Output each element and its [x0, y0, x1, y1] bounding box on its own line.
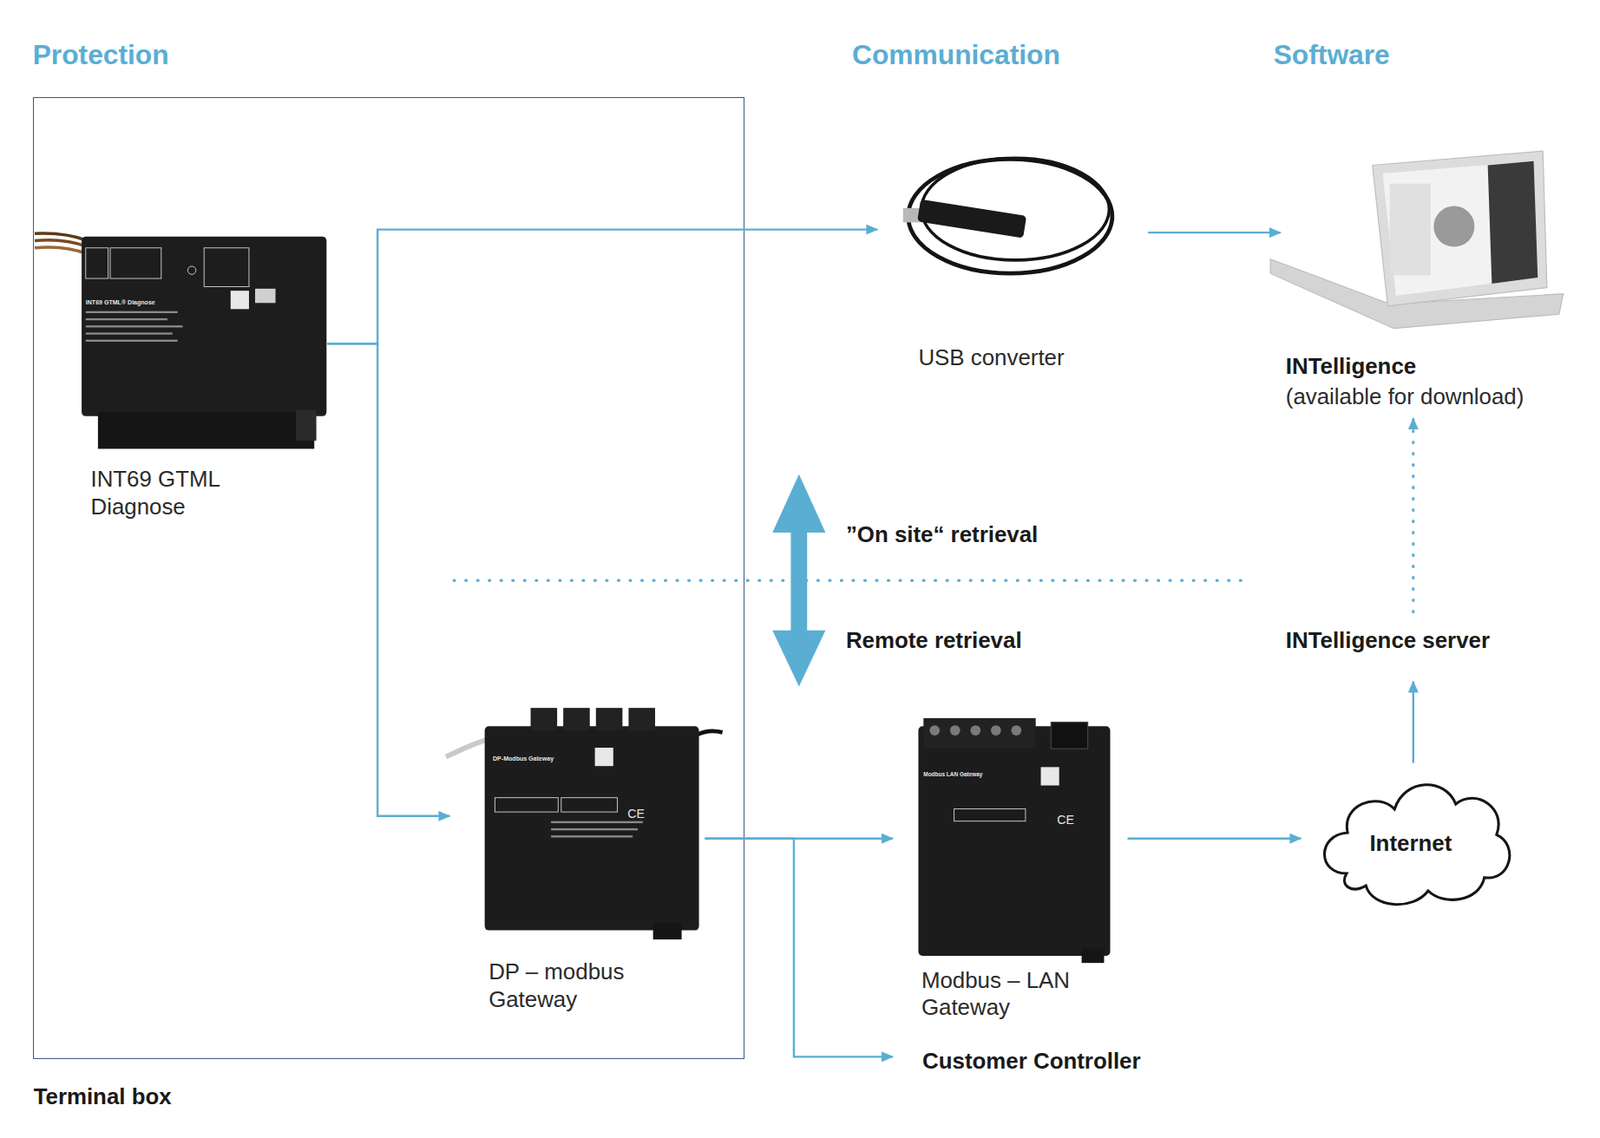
server-node: INTelligence server — [1283, 612, 1539, 682]
device-cable — [697, 731, 722, 735]
laptop-display — [1383, 161, 1539, 296]
terminal-block — [531, 708, 558, 731]
qr-code — [230, 290, 250, 309]
device-clip — [1081, 949, 1105, 964]
device-body — [918, 726, 1110, 957]
device-node: INT69 GTML Diagnose — [82, 233, 328, 530]
device-node: USB converter — [877, 152, 1148, 378]
device-clip — [653, 923, 682, 940]
device-print: DP-Modbus Gateway — [492, 755, 554, 763]
device-marking — [550, 828, 638, 831]
retrieval-label: Remote retrieval — [845, 627, 1023, 655]
device-marking — [85, 340, 178, 342]
device-marking — [954, 809, 1026, 822]
device-marking — [550, 821, 643, 824]
terminal-screw — [1010, 725, 1022, 736]
column-heading: Communication — [852, 38, 1061, 72]
device-marking — [110, 248, 162, 279]
dip-switch — [494, 798, 558, 813]
device-name: INT69 GTML Diagnose — [90, 465, 264, 521]
terminal-box: INT69 GTML DiagnoseDP – modbus GatewayTe… — [32, 97, 746, 1060]
device-led — [187, 266, 196, 275]
device-node: Modbus – LAN Gateway — [892, 714, 1128, 1026]
terminal-block — [596, 708, 623, 731]
device-marking — [550, 835, 633, 838]
terminal-block — [628, 708, 656, 731]
usb-cable — [908, 158, 1113, 274]
terminal-screw — [970, 725, 981, 736]
device-clip — [295, 410, 317, 441]
device-body — [81, 236, 327, 417]
ce-mark: CE — [1056, 813, 1075, 828]
box-heading: Terminal box — [33, 1083, 341, 1112]
device-print: Modbus LAN Gateway — [923, 771, 983, 779]
terminal-screw — [929, 725, 940, 736]
device-name: DP – modbus Gateway — [488, 958, 657, 1014]
device-marking — [85, 318, 168, 321]
controller-name: Customer Controller — [922, 1048, 1188, 1076]
software-name: INTelligence — [1285, 353, 1587, 381]
column-heading: Software — [1273, 38, 1391, 72]
flow-connector — [327, 343, 450, 816]
device-base — [98, 412, 315, 449]
flow-connector — [1127, 837, 1302, 840]
flow-connector — [1412, 681, 1415, 764]
device-marking — [85, 332, 173, 335]
terminal-block — [923, 718, 1036, 749]
display-sidebar — [1390, 183, 1431, 276]
terminal-block — [563, 708, 591, 731]
terminal-screw — [990, 725, 1002, 736]
qr-code — [1041, 767, 1060, 786]
brand-logo — [255, 288, 276, 303]
device-wire — [34, 233, 88, 242]
separator-dotted-line — [453, 578, 1247, 583]
device-wire — [34, 247, 88, 255]
lan-port — [1050, 722, 1088, 750]
device-print: INT69 GTML® Diagnose — [85, 299, 156, 307]
device-node: DP – modbus Gateway — [449, 709, 705, 1017]
cloud-node: Internet — [1300, 763, 1521, 914]
column-heading: Protection — [32, 38, 170, 72]
device-name: Modbus – LAN Gateway — [921, 967, 1101, 1023]
flow-connector — [704, 837, 893, 840]
cloud-label: Internet — [1300, 830, 1521, 859]
controller-node: Customer Controller — [892, 1042, 1189, 1082]
laptop-display-panel — [1488, 161, 1539, 284]
flow-connector — [1147, 231, 1281, 234]
qr-code — [595, 747, 614, 767]
device-marking — [85, 311, 178, 314]
laptop-screen-frame — [1372, 150, 1548, 307]
software-node: INTelligence(available for download) — [1280, 143, 1587, 420]
device-body — [485, 726, 700, 931]
double-arrow-head-up — [772, 474, 826, 533]
flow-connector — [704, 839, 893, 1058]
double-arrow-shaft — [790, 525, 807, 638]
double-arrow-head-down — [772, 630, 826, 688]
terminal-screw — [950, 725, 961, 736]
retrieval-label: ”On site“ retrieval — [845, 521, 1038, 549]
server-name: INTelligence server — [1285, 627, 1540, 656]
flow-connector — [327, 229, 878, 345]
device-marking — [561, 798, 618, 813]
dotted-connector — [1411, 418, 1415, 612]
display-chart — [1433, 206, 1475, 248]
ce-mark: CE — [627, 806, 645, 822]
usb-converter-body — [917, 199, 1027, 239]
software-note: (available for download) — [1285, 383, 1587, 412]
device-marking — [203, 248, 250, 288]
device-marking — [85, 325, 184, 328]
device-marking — [85, 248, 109, 279]
device-name: USB converter — [918, 344, 1143, 373]
